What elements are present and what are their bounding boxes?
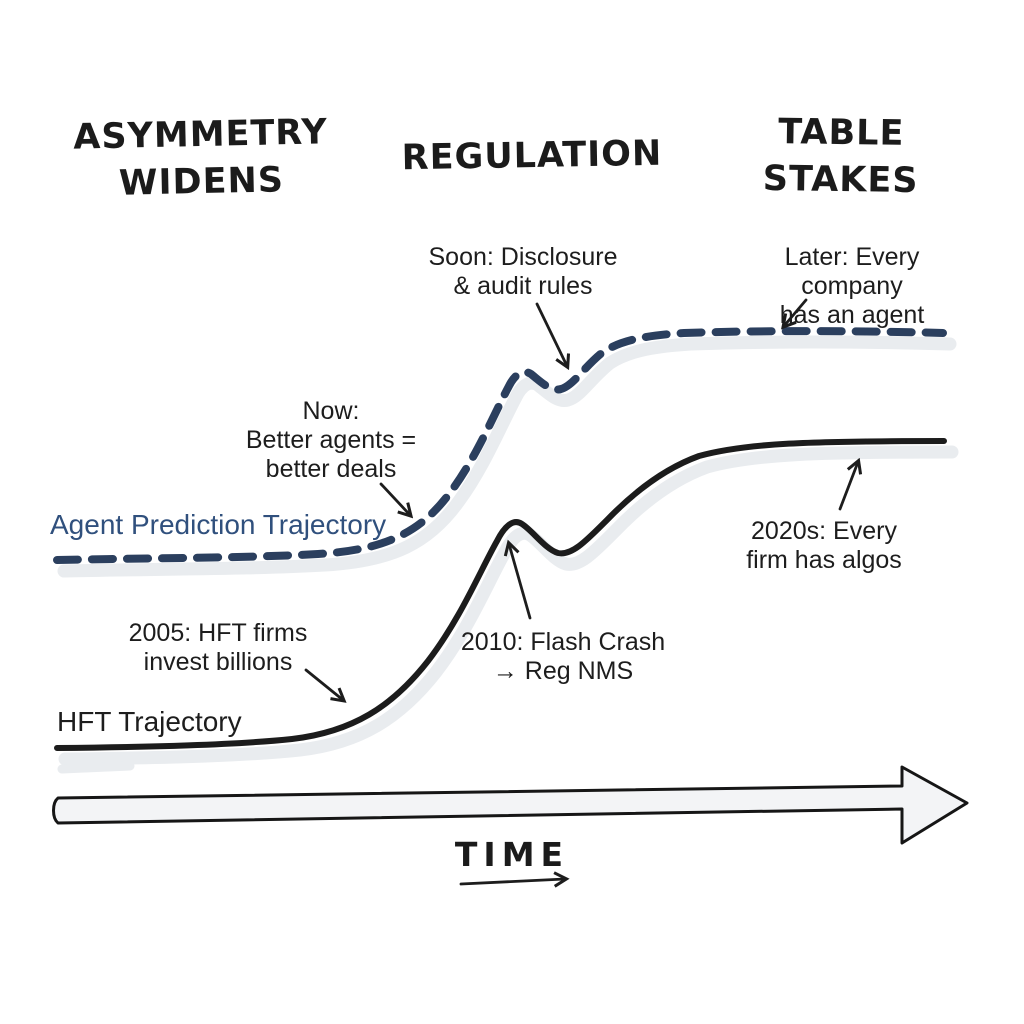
header-asymmetry-widens: ASYMMETRY WIDENS — [72, 112, 329, 204]
hft-2005-annotation-arrow — [304, 668, 343, 700]
annotation-soon-disclosure: Soon: Disclosure & audit rules — [428, 243, 618, 300]
header-regulation: REGULATION — [401, 133, 663, 179]
agent-curve-shadow — [57, 335, 957, 578]
agent-prediction-trajectory-label: Agent Prediction Trajectory — [50, 509, 387, 540]
annotation-2005-hft-firms: 2005: HFT firms invest billions — [128, 619, 308, 676]
agent-prediction-curve — [53, 327, 947, 564]
algos-2020s-annotation-arrow — [838, 462, 858, 511]
time-axis-arrow-icon — [52, 765, 969, 845]
header-table-stakes: TABLE STAKES — [762, 112, 919, 202]
soon-annotation-arrow — [535, 302, 567, 366]
annotation-now-better-agents: Now: Better agents = better deals — [245, 397, 417, 483]
later-annotation-arrow — [784, 298, 808, 326]
annotation-2010-flash-crash: 2010: Flash Crash → Reg NMS — [460, 628, 666, 685]
flash-crash-2010-annotation-arrow — [509, 544, 532, 620]
annotation-later-every-company: Later: Every company has an agent — [779, 243, 925, 329]
hft-curve-shadow — [58, 445, 959, 766]
hft-curve — [54, 438, 947, 751]
time-label-underline-arrow — [459, 879, 565, 884]
annotation-2020s-every-firm: 2020s: Every firm has algos — [746, 517, 902, 574]
hft-trajectory-label: HFT Trajectory — [57, 706, 242, 737]
time-arrow-shadow-smudge — [57, 761, 135, 774]
now-annotation-arrow — [379, 482, 410, 515]
time-axis-label: TIME — [454, 835, 570, 874]
